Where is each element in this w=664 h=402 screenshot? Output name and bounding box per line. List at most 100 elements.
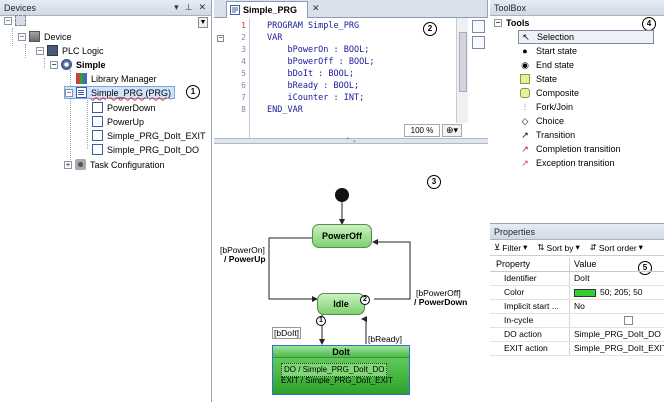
state-poweroff[interactable]: PowerOff <box>312 224 372 248</box>
tool-completion-transition[interactable]: ↗ Completion transition <box>520 142 621 156</box>
in-cycle-checkbox[interactable] <box>624 316 633 325</box>
plc-logic-icon <box>47 45 58 56</box>
tree-item-label: Device <box>44 31 72 42</box>
devices-dropdown-button[interactable]: ▼ <box>198 17 208 28</box>
tool-choice[interactable]: ◇ Choice <box>520 114 564 128</box>
tool-state[interactable]: State <box>520 72 557 86</box>
collapse-icon[interactable]: − <box>36 45 44 55</box>
tool-label: Completion transition <box>536 144 621 154</box>
property-value[interactable]: Simple_PRG_DoIt_DO <box>574 329 661 339</box>
property-name: In-cycle <box>490 314 570 327</box>
line-number: 5 <box>241 69 246 78</box>
property-row-color[interactable]: Color 50; 205; 50 <box>490 286 664 300</box>
tools-group-header[interactable]: − Tools <box>490 16 664 30</box>
tree-item-action[interactable]: PowerDown <box>92 101 156 114</box>
tab-close-icon[interactable]: ✕ <box>312 3 320 13</box>
property-column-header[interactable]: Property <box>490 257 570 271</box>
code-line: bDoIt : BOOL; <box>267 69 354 79</box>
tree-item-action[interactable]: Simple_PRG_DoIt_EXIT <box>92 129 206 142</box>
property-row-implicit-start[interactable]: Implicit start ... No <box>490 300 664 314</box>
task-config-icon <box>75 159 86 170</box>
collapse-icon[interactable]: − <box>4 15 12 25</box>
callout-3: 3 <box>427 175 441 189</box>
property-value[interactable] <box>570 314 664 327</box>
tool-selection[interactable]: ↖ Selection <box>518 30 654 44</box>
zoom-icon[interactable]: ⊕▾ <box>442 124 462 137</box>
property-row-exit-action[interactable]: EXIT action Simple_PRG_DoIt_EXIT <box>490 342 664 356</box>
textual-view-icon[interactable] <box>472 20 485 33</box>
tree-item-task-configuration[interactable]: + Task Configuration <box>64 158 165 171</box>
start-state[interactable] <box>335 188 349 202</box>
zoom-level[interactable]: 100 % <box>404 124 440 137</box>
declaration-editor[interactable]: − 1 2 3 4 5 6 7 8 PROGRAM Simple_PRG VAR… <box>214 18 488 138</box>
tool-composite[interactable]: Composite <box>520 86 579 100</box>
choice-diamond-icon: ◇ <box>521 116 529 126</box>
devices-panel: Devices ▾ ⊥ ✕ ▼ − − Device − PLC Logic −… <box>0 0 212 402</box>
line-number: 1 <box>241 21 246 30</box>
state-idle[interactable]: Idle <box>317 293 365 315</box>
document-tab-strip: Simple_PRG ✕ <box>214 0 487 18</box>
tree-item-device[interactable]: − Device <box>18 30 72 43</box>
color-value: 50; 205; 50 <box>600 287 643 297</box>
tree-item-label: Simple <box>76 59 106 70</box>
tree-item-plc-logic[interactable]: − PLC Logic <box>36 44 104 57</box>
toolbox-title-bar: ToolBox <box>490 0 664 16</box>
panel-menu-icon[interactable]: ▾ <box>174 2 179 12</box>
expand-icon[interactable]: + <box>64 159 72 169</box>
tool-label: State <box>536 74 558 84</box>
editor-splitter[interactable]: ⌃ ⌄ <box>214 138 488 144</box>
transition-guard[interactable]: [bDoIt] <box>272 327 302 339</box>
tree-item-library-manager[interactable]: Library Manager <box>76 72 157 85</box>
transition-action: / PowerUp <box>224 254 266 264</box>
state-doit[interactable]: DoIt DO / Simple_PRG_DoIt_DO EXIT / Simp… <box>272 345 410 395</box>
collapse-icon[interactable]: − <box>50 59 58 69</box>
color-swatch[interactable] <box>574 288 596 297</box>
tool-exception-transition[interactable]: ↗ Exception transition <box>520 156 614 170</box>
tree-item-action[interactable]: PowerUp <box>92 115 144 128</box>
property-row-do-action[interactable]: DO action Simple_PRG_DoIt_DO <box>490 328 664 342</box>
property-row-in-cycle[interactable]: In-cycle <box>490 314 664 328</box>
callout-1: 1 <box>186 85 200 99</box>
state-machine-diagram[interactable]: 3 PowerOff Idle 2 1 [bPowerOn] / PowerUp <box>214 144 488 402</box>
tool-transition[interactable]: ↗ Transition <box>520 128 575 142</box>
exit-action-text[interactable]: EXIT / Simple_PRG_DoIt_EXIT <box>281 376 393 385</box>
priority-badge: 1 <box>316 316 326 326</box>
tool-label: Selection <box>537 32 575 42</box>
end-circle-icon: ◉ <box>521 60 529 70</box>
state-box-icon <box>520 74 530 84</box>
tree-item-application[interactable]: − Simple <box>50 58 106 71</box>
tree-item-label: PowerUp <box>107 116 145 127</box>
application-icon <box>61 59 72 70</box>
vertical-scrollbar[interactable] <box>456 18 468 123</box>
sort-order-button[interactable]: ⇵Sort order ▾ <box>589 242 643 253</box>
pin-icon[interactable]: ⊥ <box>184 2 193 12</box>
tool-end-state[interactable]: ◉ End state <box>520 58 574 72</box>
property-value[interactable]: DoIt <box>574 273 590 283</box>
collapse-icon[interactable]: − <box>65 87 73 97</box>
close-icon[interactable]: ✕ <box>198 2 206 12</box>
collapse-icon[interactable]: − <box>494 18 502 27</box>
filter-button[interactable]: ⊻Filter ▾ <box>494 242 528 253</box>
sort-by-button[interactable]: ⇅Sort by ▾ <box>537 242 580 253</box>
tabular-view-icon[interactable] <box>472 36 485 49</box>
tree-root[interactable]: − <box>4 14 30 27</box>
scrollbar-thumb[interactable] <box>459 32 467 92</box>
property-value[interactable]: Simple_PRG_DoIt_EXIT <box>574 343 664 353</box>
line-number: 8 <box>241 105 246 114</box>
tool-start-state[interactable]: ● Start state <box>520 44 577 58</box>
sort-order-label: Sort order <box>598 242 637 253</box>
tab-simple-prg[interactable]: Simple_PRG <box>226 1 309 18</box>
do-action-text[interactable]: DO / Simple_PRG_DoIt_DO <box>281 363 388 377</box>
property-name: Implicit start ... <box>490 300 570 313</box>
transition-guard: [bReady] <box>368 334 403 344</box>
fold-icon[interactable]: − <box>217 35 224 42</box>
collapse-icon[interactable]: − <box>18 31 26 41</box>
value-column-header[interactable]: Value <box>574 258 597 269</box>
property-value[interactable]: 50; 205; 50 <box>570 286 664 299</box>
tree-item-program[interactable]: − Simple_PRG (PRG) <box>64 86 176 99</box>
line-number: 3 <box>241 45 246 54</box>
tool-fork-join[interactable]: ⫶ Fork/Join <box>520 100 573 114</box>
tree-item-action[interactable]: Simple_PRG_DoIt_DO <box>92 143 199 156</box>
property-value[interactable]: No <box>574 301 585 311</box>
property-row-identifier[interactable]: Identifier DoIt <box>490 272 664 286</box>
